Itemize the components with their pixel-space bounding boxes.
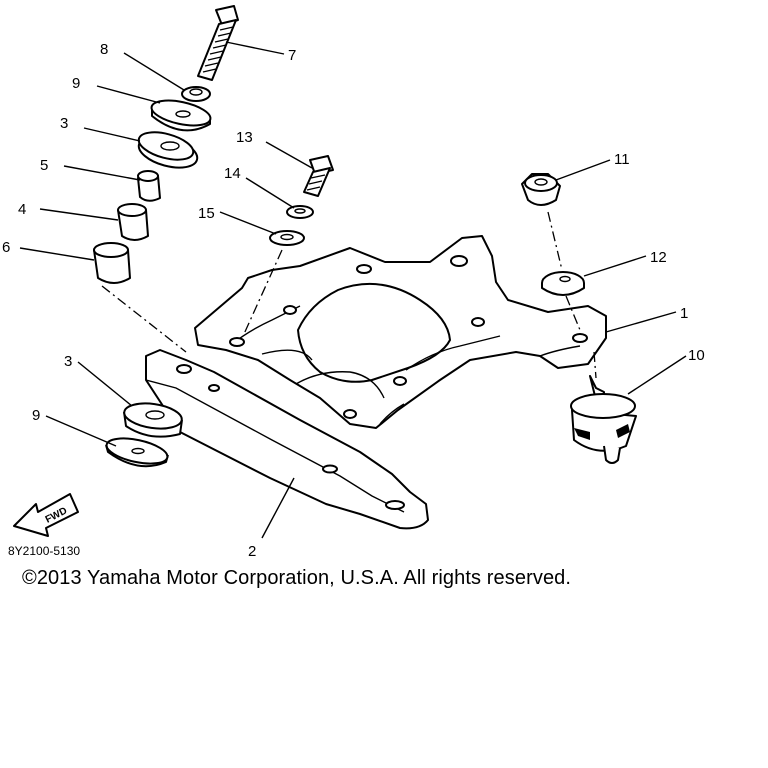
part-5-collar xyxy=(137,170,161,202)
part-9-washer-lower xyxy=(105,437,169,468)
leader-lines xyxy=(19,41,687,539)
callout-6: 6 xyxy=(2,239,10,256)
callout-9b: 9 xyxy=(32,407,40,424)
callout-12: 12 xyxy=(650,249,667,266)
part-15-washer xyxy=(269,230,305,246)
part-3-bushing-lower xyxy=(123,402,183,438)
callout-15: 15 xyxy=(198,205,215,222)
part-6-collar xyxy=(93,242,131,284)
callout-5: 5 xyxy=(40,157,48,174)
part-14-lock-washer xyxy=(286,205,314,219)
copyright-notice: ©2013 Yamaha Motor Corporation, U.S.A. A… xyxy=(22,567,572,589)
part-11-nut xyxy=(521,173,561,206)
parts-diagram: 7 8 9 3 5 4 6 13 14 15 11 12 1 10 3 9 2 … xyxy=(2,5,705,560)
callout-8: 8 xyxy=(100,41,108,58)
callout-10: 10 xyxy=(688,347,705,364)
callout-4: 4 xyxy=(18,201,26,218)
part-13-bolt xyxy=(303,155,334,197)
part-4-collar xyxy=(117,203,149,241)
callout-2: 2 xyxy=(248,543,256,560)
part-1-bracket xyxy=(194,235,607,429)
fwd-arrow-icon: FWD xyxy=(13,493,79,537)
callout-14: 14 xyxy=(224,165,241,182)
callout-3a: 3 xyxy=(60,115,68,132)
part-9-washer-upper xyxy=(150,99,212,132)
callout-13: 13 xyxy=(236,129,253,146)
part-7-bolt xyxy=(197,5,239,81)
part-10-damper-mount xyxy=(570,375,637,464)
part-8-collar xyxy=(181,86,211,102)
callout-9a: 9 xyxy=(72,75,80,92)
part-2-plate xyxy=(145,349,429,530)
callout-1: 1 xyxy=(680,305,688,322)
callout-11: 11 xyxy=(614,151,630,168)
callout-3b: 3 xyxy=(64,353,72,370)
callout-7: 7 xyxy=(288,47,296,64)
part-12-washer xyxy=(541,271,585,296)
drawing-code: 8Y2100-5130 xyxy=(8,544,80,558)
part-3-bushing-upper xyxy=(137,131,199,169)
assembly-lines xyxy=(101,211,597,379)
